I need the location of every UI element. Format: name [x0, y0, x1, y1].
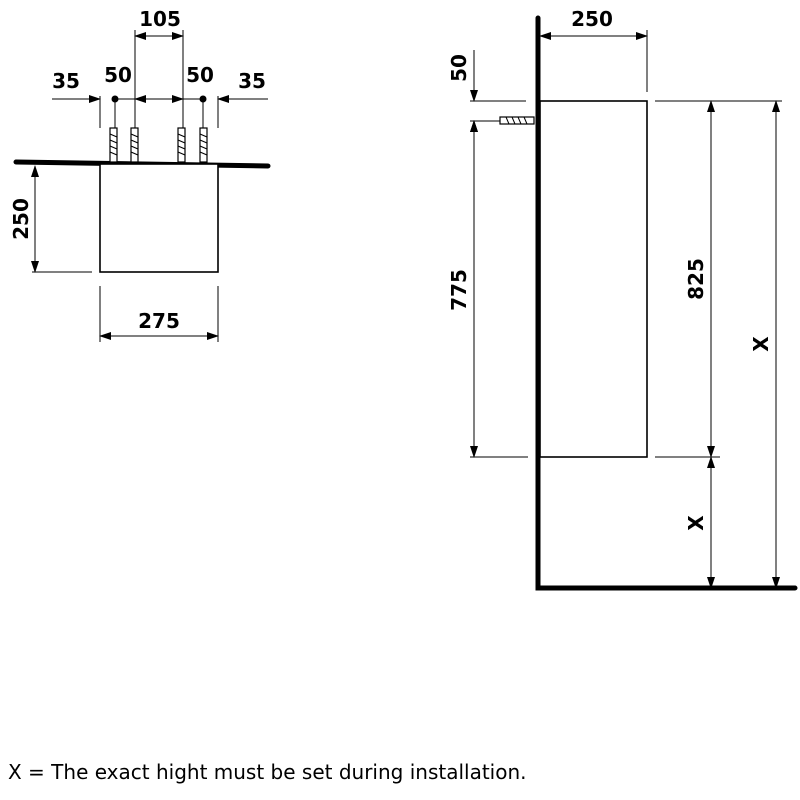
anchor-icon	[177, 127, 186, 163]
dim-label-x-total: X	[749, 336, 773, 352]
dim-label-775: 775	[447, 269, 471, 311]
dim-label-50-right: 50	[186, 63, 214, 87]
anchor-icon	[130, 127, 139, 163]
dim-label-x-floor: X	[684, 515, 708, 531]
anchor-icon	[199, 127, 208, 163]
screw-anchor-icon	[499, 116, 535, 125]
anchor-icon	[109, 127, 118, 163]
dim-label-35-right: 35	[238, 69, 266, 93]
dim-label-105: 105	[139, 7, 181, 31]
dim-label-50-offset: 50	[447, 54, 471, 82]
dim-label-250-side: 250	[571, 7, 613, 31]
dim-label-275: 275	[138, 309, 180, 333]
top-view: 105 35 50 50 35 250 275	[9, 7, 271, 342]
dim-label-250-depth: 250	[9, 198, 33, 240]
dim-label-50-left: 50	[104, 63, 132, 87]
wall-anchors	[109, 127, 208, 163]
side-view: 250 50 775 825 X X	[447, 7, 798, 591]
cabinet-outline-side-view	[539, 100, 648, 458]
dim-label-35-left: 35	[52, 69, 80, 93]
footnote: X = The exact hight must be set during i…	[8, 760, 527, 784]
dim-label-825: 825	[684, 258, 708, 300]
cabinet-outline-top-view	[99, 163, 219, 273]
